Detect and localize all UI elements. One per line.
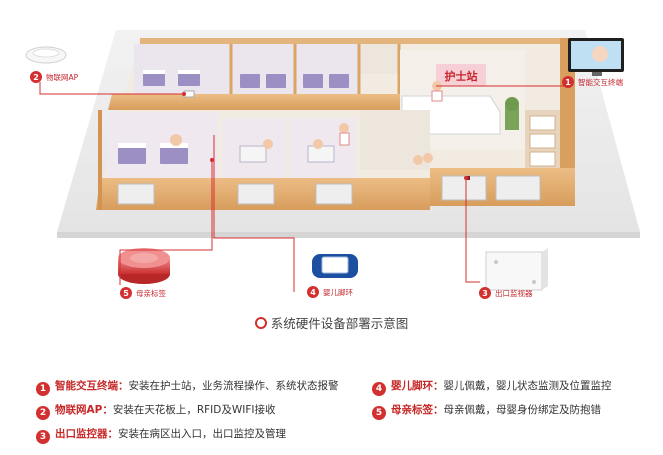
connector-ap xyxy=(39,82,184,95)
callout-label-ap: 物联网AP xyxy=(46,72,79,82)
legend-badge: 4 xyxy=(372,382,386,396)
callout-label-foot-band: 婴儿脚环 xyxy=(323,287,353,297)
exit-monitor-device xyxy=(485,248,548,291)
svg-text:1: 1 xyxy=(565,78,571,87)
connector-exit xyxy=(465,178,480,283)
nurse-station: 护士站 xyxy=(400,50,525,150)
legend-title: 出口监控器： xyxy=(55,428,118,440)
legend-title: 智能交互终端： xyxy=(55,380,129,392)
badge-2 xyxy=(30,71,42,83)
legend-text: 婴儿佩戴，婴儿状态监测及位置监控 xyxy=(443,380,612,392)
legend-text: 安装在病区出入口，出口监控及管理 xyxy=(118,428,286,440)
svg-text:2: 2 xyxy=(33,73,39,82)
legend-badge: 1 xyxy=(36,382,50,396)
beds-bottom xyxy=(118,123,433,165)
connector-foot-band xyxy=(213,135,295,292)
badge-3 xyxy=(479,287,491,299)
legend-badge: 3 xyxy=(36,430,50,444)
caption-text: 系统硬件设备部署示意图 xyxy=(270,316,409,331)
front-windows xyxy=(117,175,541,205)
legend-text: 安装在天花板上，RFID及WIFI接收 xyxy=(112,404,276,416)
terminal-device xyxy=(568,38,624,76)
svg-text:3: 3 xyxy=(482,289,488,298)
callout-exit: 3 出口监视器 xyxy=(479,287,533,299)
legend-text: 安装在护士站，业务流程操作、系统状态报警 xyxy=(128,380,339,392)
connector-lines xyxy=(39,78,571,292)
badge-1 xyxy=(562,76,574,88)
legend-text: 母亲佩戴，母婴身份绑定及防抱错 xyxy=(443,404,602,416)
mother-tag-device xyxy=(118,248,170,284)
svg-text:4: 4 xyxy=(310,288,316,297)
back-wall xyxy=(140,38,560,44)
legend-item-terminal: 1 智能交互终端：安装在护士站，业务流程操作、系统状态报警 xyxy=(36,378,339,396)
legend-badge: 5 xyxy=(372,406,386,420)
legend-title: 物联网AP： xyxy=(55,404,113,416)
diagram-caption: 系统硬件设备部署示意图 xyxy=(0,313,663,332)
callout-terminal: 1 智能交互终端 xyxy=(562,76,623,88)
legend-item-mother-tag: 5 母亲标签：母亲佩戴，母婴身份绑定及防抱错 xyxy=(372,402,601,420)
ring-icon xyxy=(254,317,267,329)
svg-text:5: 5 xyxy=(123,289,129,298)
callout-label-terminal: 智能交互终端 xyxy=(578,77,623,87)
legend-item-ap: 2 物联网AP：安装在天花板上，RFID及WIFI接收 xyxy=(36,402,275,420)
legend-title: 母亲标签： xyxy=(391,404,444,416)
badge-5 xyxy=(120,287,132,299)
callout-ap: 2 物联网AP xyxy=(30,71,79,83)
nurse-station-sign: 护士站 xyxy=(445,69,478,83)
corridor-wall xyxy=(108,94,400,110)
callout-mother-tag: 5 母亲标签 xyxy=(120,287,166,299)
callout-label-exit: 出口监视器 xyxy=(495,288,533,298)
badge-4 xyxy=(307,286,319,298)
legend-badge: 2 xyxy=(36,406,50,420)
legend-title: 婴儿脚环： xyxy=(391,380,444,392)
legend-item-exit: 3 出口监控器：安装在病区出入口，出口监控及管理 xyxy=(36,426,286,444)
callout-foot-band: 4 婴儿脚环 xyxy=(307,286,353,298)
room-right xyxy=(525,110,560,180)
legend-item-foot-band: 4 婴儿脚环：婴儿佩戴，婴儿状态监测及位置监控 xyxy=(372,378,612,396)
connector-mother-tag xyxy=(119,160,213,285)
baby-foot-band-device xyxy=(312,254,358,278)
beds-top xyxy=(143,70,349,88)
callout-label-mother-tag: 母亲标签 xyxy=(136,288,166,298)
ap-device xyxy=(25,46,195,98)
